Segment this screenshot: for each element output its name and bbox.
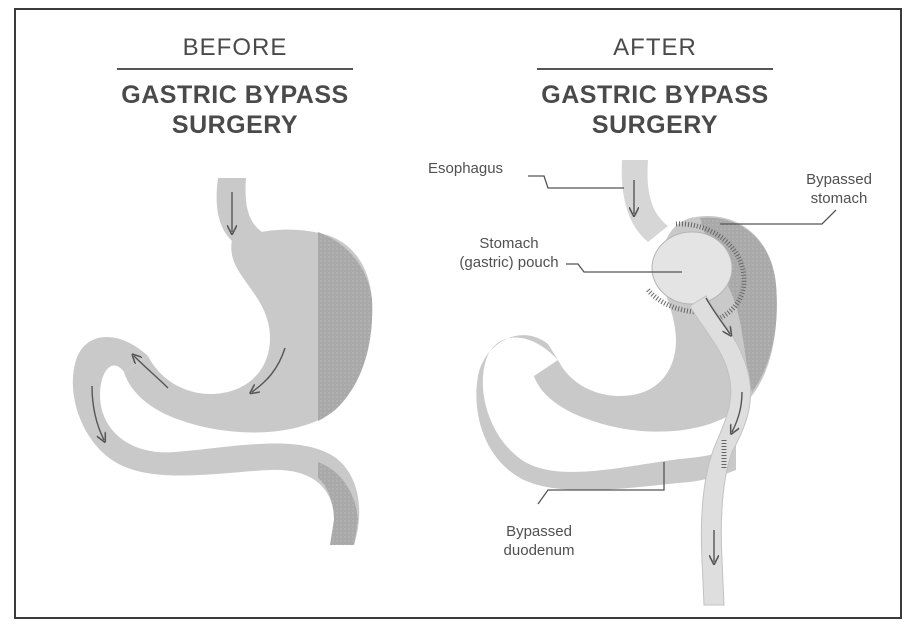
label-gastric-pouch-line1: Stomach (444, 234, 574, 253)
label-gastric-pouch: Stomach (gastric) pouch (444, 234, 574, 272)
label-bypassed-duodenum-line1: Bypassed (484, 522, 594, 541)
label-bypassed-stomach-line1: Bypassed (784, 170, 894, 189)
leader-esophagus (528, 176, 624, 188)
before-stomach-illustration (73, 178, 372, 545)
label-gastric-pouch-line2: (gastric) pouch (444, 253, 574, 272)
before-stomach-shade (318, 232, 372, 421)
label-esophagus: Esophagus (428, 159, 503, 178)
after-gastric-pouch (652, 232, 732, 304)
label-bypassed-stomach-line2: stomach (784, 189, 894, 208)
leader-bypassed-stomach (720, 210, 836, 224)
label-bypassed-duodenum-line2: duodenum (484, 541, 594, 560)
label-bypassed-duodenum: Bypassed duodenum (484, 522, 594, 560)
label-bypassed-stomach: Bypassed stomach (784, 170, 894, 208)
after-esophagus (622, 160, 668, 242)
